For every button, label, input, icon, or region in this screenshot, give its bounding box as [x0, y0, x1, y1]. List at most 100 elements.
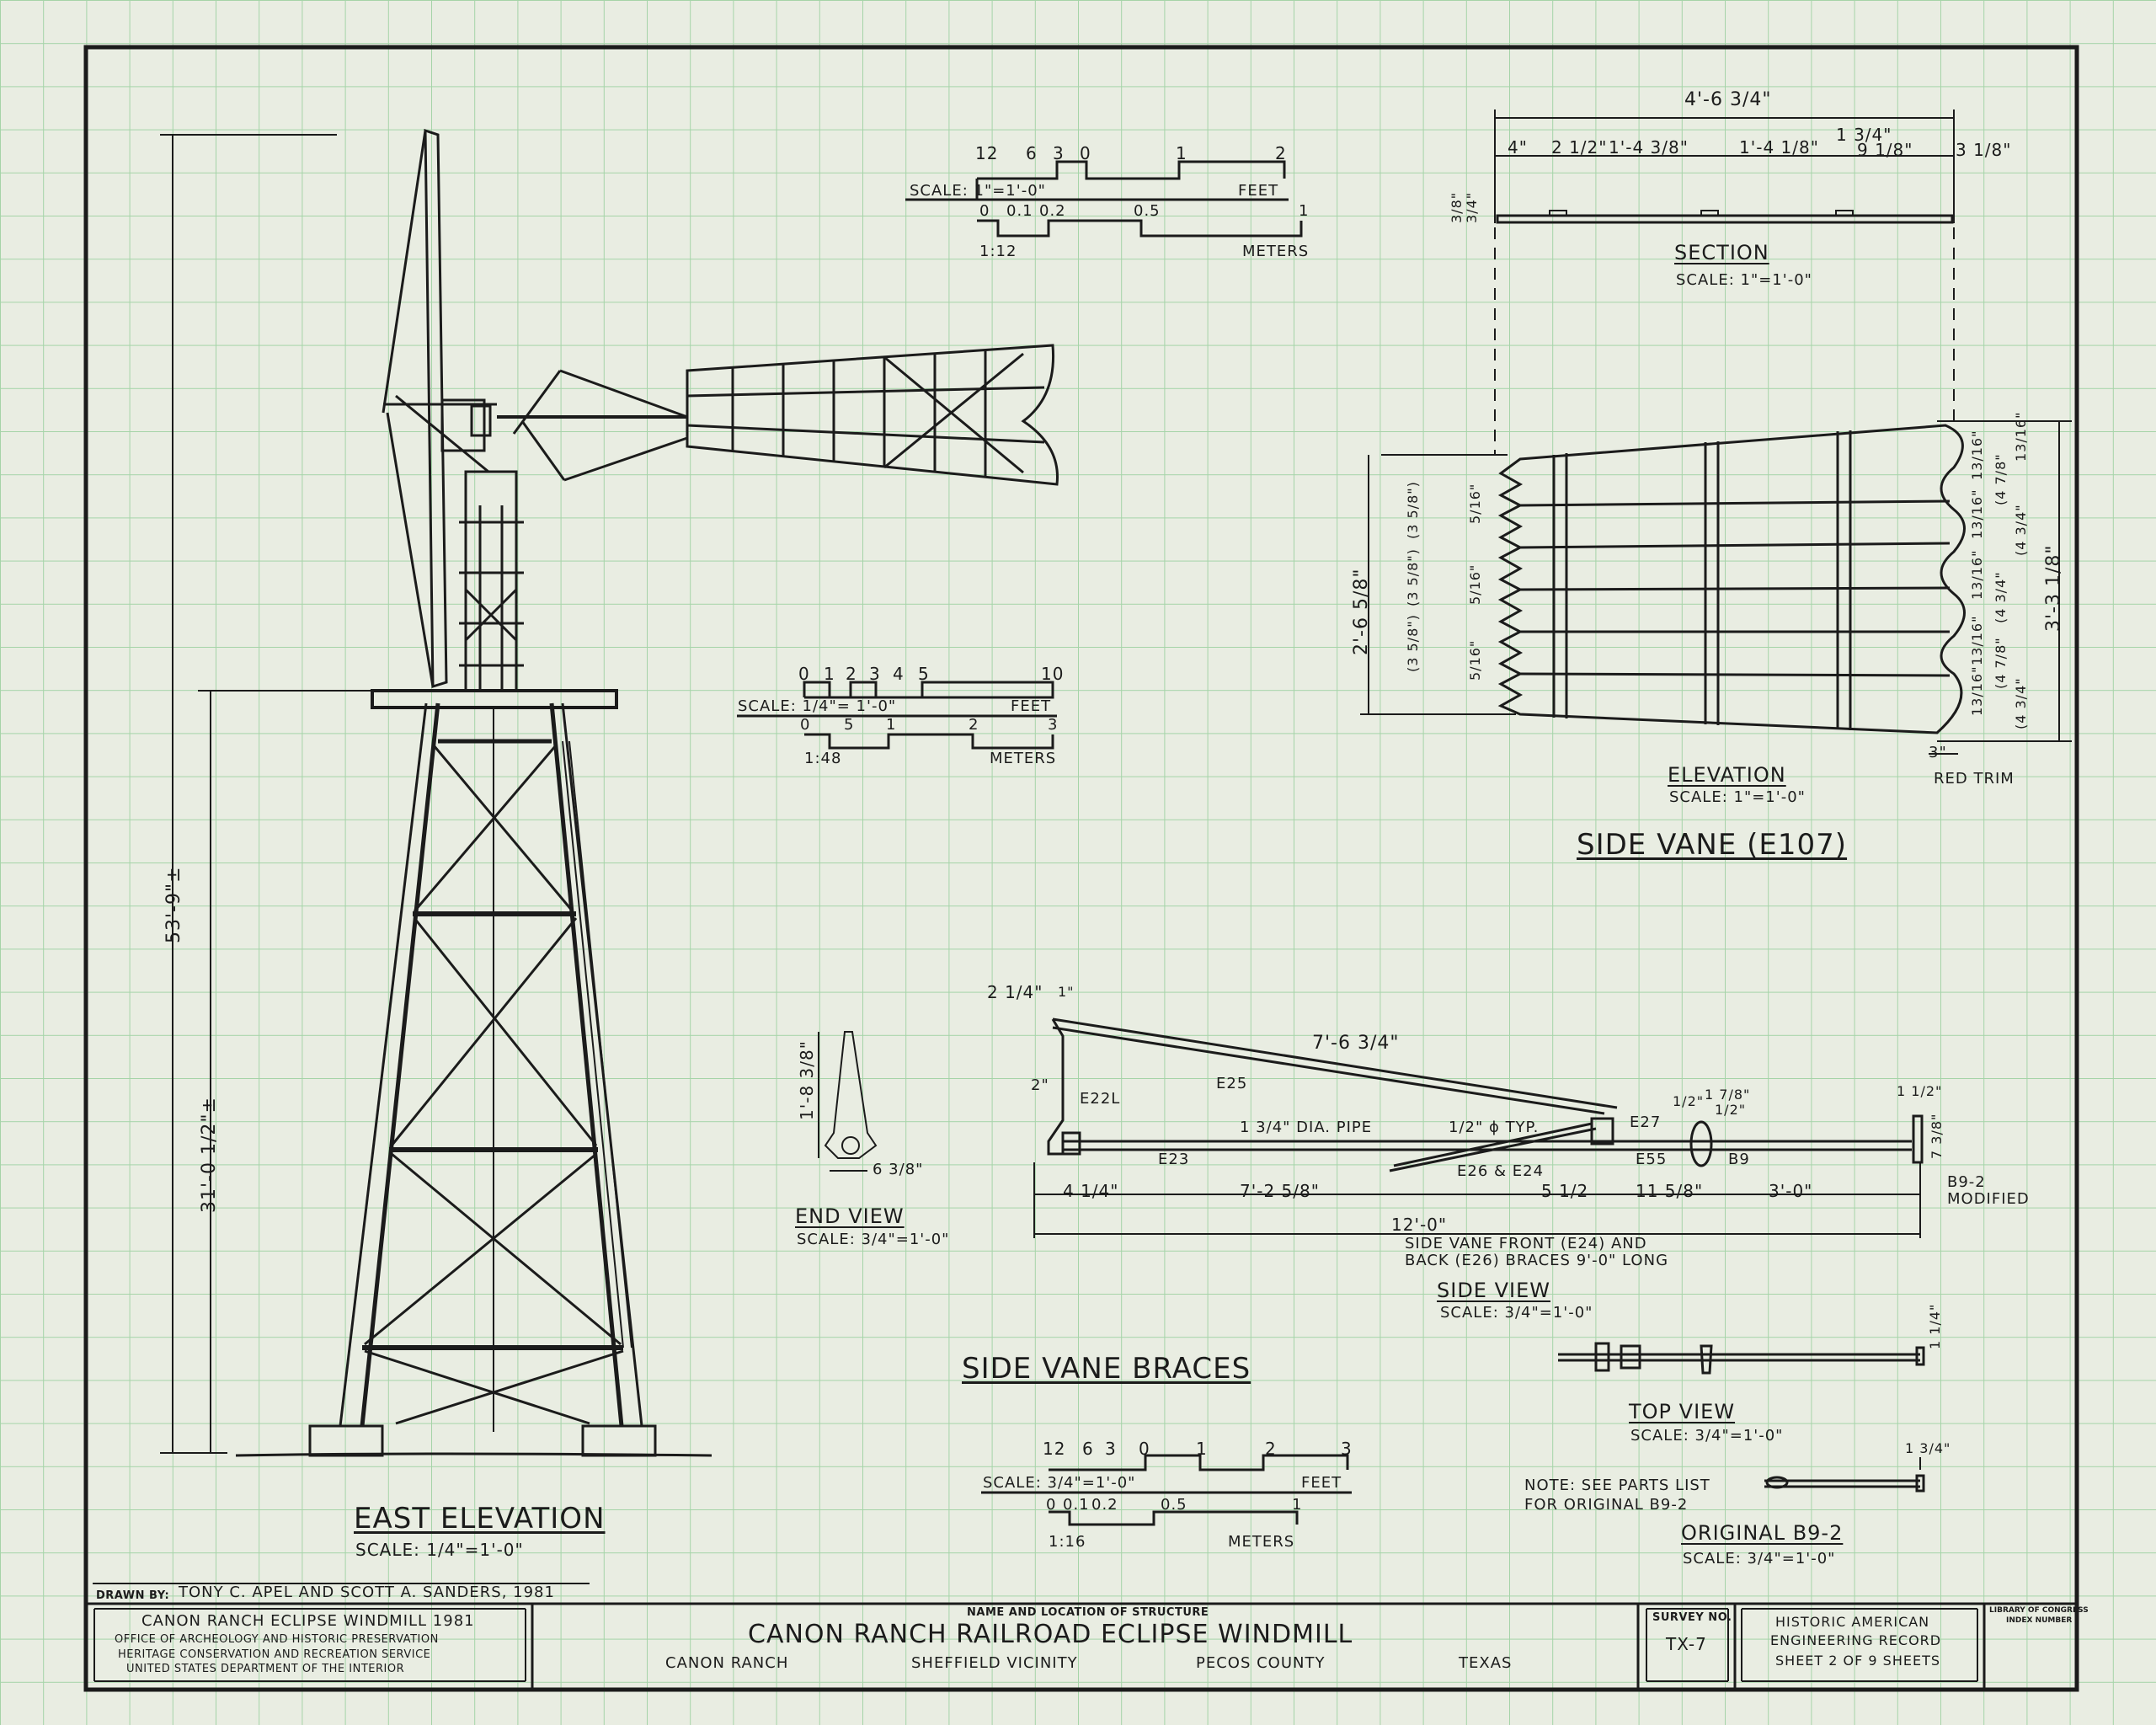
label: 1/2" — [1673, 1093, 1705, 1109]
dim: (3 5/8") — [1405, 481, 1421, 539]
label: 1 7/8" — [1705, 1087, 1751, 1103]
dim: 5/16" — [1467, 483, 1483, 524]
title-block-left-4: UNITED STATES DEPARTMENT OF THE INTERIOR — [126, 1663, 405, 1675]
dim: (4 3/4" — [2013, 504, 2029, 556]
tick: 2 — [1265, 1439, 1277, 1459]
tick: 12 — [1043, 1439, 1066, 1459]
dim-total-height: 53'-9"± — [163, 866, 184, 943]
section-side-dim-1: 3/8" — [1449, 191, 1465, 223]
top-view-title: TOP VIEW — [1629, 1400, 1736, 1423]
scale-bar-top — [905, 160, 1303, 238]
tick: 12 — [975, 143, 999, 163]
label: E25 — [1216, 1075, 1248, 1092]
east-elevation-title: EAST ELEVATION — [354, 1502, 606, 1535]
original-dim: 1 3/4" — [1905, 1440, 1951, 1456]
title-block-left-1: CANON RANCH ECLIPSE WINDMILL 1981 — [141, 1612, 475, 1630]
original-b9-2-drawing — [1764, 1457, 1925, 1493]
side-vane-height-left: 2'-6 5/8" — [1351, 568, 1372, 656]
title-block-left-3: HERITAGE CONSERVATION AND RECREATION SER… — [118, 1648, 431, 1661]
label: MODIFIED — [1947, 1190, 2030, 1208]
section-overall-dim: 4'-6 3/4" — [1684, 89, 1772, 110]
location-3: PECOS COUNTY — [1196, 1654, 1326, 1672]
original-note-2: FOR ORIGINAL B9-2 — [1524, 1496, 1689, 1514]
scale-mid-label: SCALE: 1/4"= 1'-0" — [738, 697, 897, 715]
tick: 0.2 — [1039, 202, 1066, 220]
label: 2" — [1031, 1076, 1049, 1094]
location-4: TEXAS — [1459, 1654, 1513, 1672]
side-view-scale: SCALE: 3/4"=1'-0" — [1440, 1304, 1593, 1322]
label: 7'-6 3/4" — [1312, 1033, 1400, 1054]
scale-bar-mid — [737, 681, 1057, 750]
tick: 0 — [1080, 143, 1091, 163]
scale-bottom-meters: METERS — [1228, 1533, 1295, 1551]
label: B9 — [1728, 1151, 1750, 1168]
top-view-scale: SCALE: 3/4"=1'-0" — [1630, 1427, 1784, 1445]
tick: 0 — [979, 202, 990, 220]
label: 5 1/2 — [1541, 1181, 1589, 1201]
side-vane-braces-title: SIDE VANE BRACES — [962, 1352, 1251, 1386]
drawn-by: TONY C. APEL AND SCOTT A. SANDERS, 1981 — [179, 1583, 555, 1601]
dim: 2 1/2" — [1551, 137, 1608, 158]
section-title: SECTION — [1674, 241, 1769, 264]
label: 1/2" — [1715, 1102, 1747, 1118]
scale-bar-bottom — [981, 1454, 1352, 1526]
scale-bottom-feet: FEET — [1301, 1474, 1342, 1492]
sheet-border — [83, 45, 2079, 1692]
sheet-number: SHEET 2 OF 9 SHEETS — [1775, 1653, 1941, 1669]
dim: 4" — [1508, 137, 1528, 158]
dim: 9 1/8" — [1857, 140, 1913, 160]
dim: 5/16" — [1467, 563, 1483, 605]
original-scale: SCALE: 3/4"=1'-0" — [1683, 1550, 1836, 1567]
dim: 13/16" — [1969, 489, 1985, 539]
dim: (4 3/4" — [1993, 571, 2009, 623]
end-view-drawing — [818, 1031, 878, 1172]
label: E23 — [1158, 1151, 1190, 1168]
side-vane-elevation — [1360, 420, 2072, 755]
tick: 0 — [798, 664, 810, 684]
tick: 1 — [1176, 143, 1187, 163]
windmill-east-elevation — [235, 128, 1059, 1457]
tick: 5 — [918, 664, 930, 684]
end-view-height: 1'-8 3/8" — [797, 1040, 817, 1120]
tick: 3 — [1053, 143, 1065, 163]
tick: 3 — [869, 664, 881, 684]
tick: 0.1 — [1006, 202, 1033, 220]
scale-bottom-label: SCALE: 3/4"=1'-0" — [983, 1474, 1136, 1492]
tick: 2 — [1275, 143, 1287, 163]
scale-mid-meters: METERS — [990, 750, 1057, 767]
label: BACK (E26) BRACES 9'-0" LONG — [1405, 1252, 1669, 1269]
tick: 6 — [1026, 143, 1038, 163]
label: 7'-2 5/8" — [1240, 1181, 1320, 1201]
dim: 13/16" — [1969, 430, 1985, 480]
tick: 1 — [1292, 1496, 1303, 1514]
scale-top-meters: METERS — [1242, 243, 1310, 260]
label: E55 — [1636, 1151, 1668, 1168]
label: 1/2" ϕ TYP. — [1449, 1119, 1540, 1136]
dim: 13/16" — [1969, 615, 1985, 665]
tick: 1 — [824, 664, 835, 684]
label: E22L — [1080, 1090, 1121, 1108]
haer-line-2: ENGINEERING RECORD — [1770, 1632, 1942, 1648]
scale-mid-feet: FEET — [1011, 697, 1052, 715]
tick: 0 — [1139, 1439, 1150, 1459]
east-elevation-dimensions — [160, 134, 371, 1454]
tick: 2 — [969, 716, 979, 734]
title-block-frame — [86, 1583, 2077, 1690]
side-vane-title: SIDE VANE (E107) — [1577, 828, 1848, 862]
title-block-left-2: OFFICE OF ARCHEOLOGY AND HISTORIC PRESER… — [115, 1633, 439, 1646]
side-vane-section — [1494, 109, 1955, 455]
original-note-1: NOTE: SEE PARTS LIST — [1524, 1477, 1710, 1494]
label: 1 1/2" — [1897, 1083, 1943, 1099]
dim: (3 5/8") — [1405, 548, 1421, 606]
label: E26 & E24 — [1457, 1162, 1545, 1180]
tick: 6 — [1082, 1439, 1094, 1459]
end-view-title: END VIEW — [795, 1204, 905, 1228]
tick: 0.2 — [1091, 1496, 1118, 1514]
side-vane-trim-dim: 3" — [1929, 744, 1947, 761]
side-view-title: SIDE VIEW — [1437, 1279, 1550, 1302]
haer-line-1: HISTORIC AMERICAN — [1775, 1614, 1930, 1630]
scale-mid-ratio: 1:48 — [804, 750, 842, 767]
dim: 5/16" — [1467, 639, 1483, 681]
loc-index-label-1: LIBRARY OF CONGRESS — [1989, 1606, 2089, 1615]
